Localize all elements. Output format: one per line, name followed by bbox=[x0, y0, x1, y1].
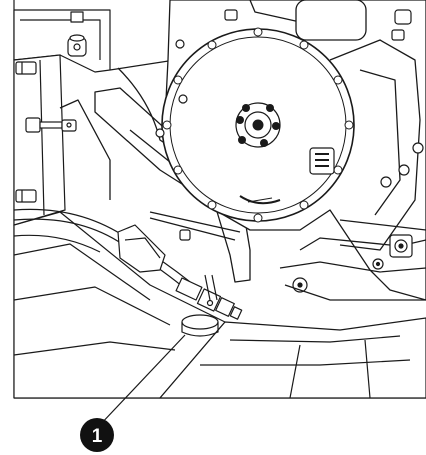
bolt-icon bbox=[394, 9, 412, 25]
engine-details bbox=[155, 9, 426, 301]
bolt-icon bbox=[25, 117, 77, 133]
left-wall bbox=[13, 54, 77, 226]
bolt-icon bbox=[398, 164, 410, 176]
bolt-icon bbox=[224, 9, 238, 21]
callout-label: 1 bbox=[92, 426, 103, 447]
bolt-icon bbox=[412, 142, 424, 154]
callout-marker-1: 1 bbox=[80, 418, 114, 452]
bolt-icon bbox=[389, 234, 413, 258]
bolt-icon bbox=[15, 189, 37, 203]
bolt-icon bbox=[391, 29, 405, 41]
bolt-icon bbox=[372, 258, 384, 270]
bolt-icon bbox=[178, 94, 188, 104]
left-bracket bbox=[13, 9, 111, 73]
bolt-icon bbox=[155, 128, 165, 138]
timing-window-icon bbox=[309, 147, 335, 175]
bolt-icon bbox=[179, 229, 191, 241]
sensor-connector bbox=[117, 224, 243, 320]
bolt-icon bbox=[380, 176, 392, 188]
callout-leader-line bbox=[97, 334, 186, 428]
bolt-icon bbox=[175, 39, 185, 49]
bolt-icon bbox=[15, 61, 37, 75]
sensor-boss bbox=[181, 314, 219, 337]
flywheel bbox=[161, 27, 355, 223]
base-plates bbox=[13, 211, 426, 399]
